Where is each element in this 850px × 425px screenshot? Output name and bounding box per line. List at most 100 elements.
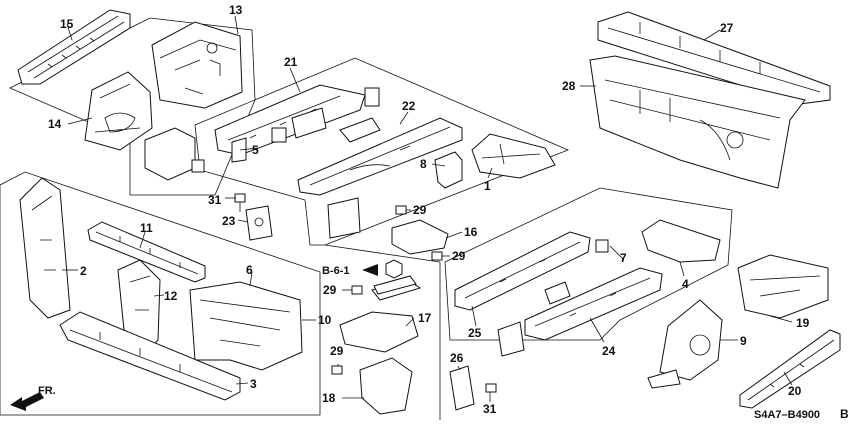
diagram-code: S4A7–B4900 — [754, 409, 820, 421]
part-3-detail — [69, 329, 233, 393]
callout-15: 15 — [60, 17, 74, 31]
part-26-plate — [449, 365, 475, 411]
callout-19: 19 — [796, 316, 810, 330]
callout-24: 24 — [602, 344, 616, 358]
part-21-clip — [364, 87, 380, 107]
callout-17: 17 — [418, 311, 432, 325]
part-15-rail — [17, 9, 131, 85]
part-13-hole — [206, 42, 218, 54]
part-24-frame — [524, 267, 663, 341]
callout-7: 7 — [620, 251, 627, 265]
callout-31-top: 31 — [208, 193, 222, 207]
callout-29-b: 29 — [452, 249, 466, 263]
diagram-code-suffix: B — [840, 407, 849, 421]
part-31-bolt-bottom — [485, 383, 497, 393]
ref-code: B-6-1 — [322, 265, 350, 277]
part-23-plate — [245, 205, 273, 241]
callout-31-bottom: 31 — [483, 402, 497, 416]
part-25-frame — [454, 231, 591, 311]
callout-29-c: 29 — [323, 283, 337, 297]
callout-1: 1 — [484, 179, 491, 193]
part-24-detail — [534, 277, 651, 327]
part-12-detail — [129, 275, 151, 311]
part-mount-bracket — [144, 127, 196, 181]
callout-5: 5 — [252, 143, 259, 157]
part-25-clip — [595, 239, 609, 253]
part-29-bolt-a — [395, 205, 407, 215]
callout-3: 3 — [250, 377, 257, 391]
part-8-bracket — [434, 151, 463, 189]
part-29-bolt-b — [431, 251, 443, 261]
part-19-detail — [749, 275, 821, 297]
part-25-detail — [464, 241, 581, 299]
part-7-block — [544, 281, 571, 305]
group-outline-right-frame — [444, 187, 733, 341]
leader-lines — [62, 15, 793, 402]
part-9-hole — [689, 334, 711, 356]
callout-10: 10 — [318, 313, 332, 327]
callout-25: 25 — [468, 326, 482, 340]
part-22-detail — [309, 126, 451, 186]
part-18-stay — [359, 357, 413, 415]
part-6-detail — [199, 299, 291, 347]
part-27-detail — [607, 22, 821, 93]
callout-12: 12 — [164, 289, 178, 303]
part-29-bolt-d — [331, 365, 343, 375]
part-24-bracket — [497, 321, 525, 357]
part-13-bracket — [151, 21, 243, 109]
part-31-bolt-top — [234, 193, 246, 212]
part-29-bolt-c — [351, 285, 363, 295]
callout-4: 4 — [682, 277, 689, 291]
part-2-detail — [31, 195, 56, 271]
part-22-bracket — [339, 117, 381, 143]
ref-arrow-icon — [362, 264, 378, 276]
part-13-detail — [159, 39, 237, 95]
part-14-housing — [84, 71, 153, 151]
callout-2: 2 — [80, 264, 87, 278]
part-27-panel — [597, 11, 831, 105]
front-label: FR. — [38, 385, 56, 397]
part-17-cover — [339, 311, 419, 353]
divider-line-top — [324, 244, 441, 263]
part-19-housing — [737, 254, 829, 319]
part-5-bracket — [231, 137, 247, 163]
part-21-member — [214, 84, 366, 156]
callout-21: 21 — [284, 55, 298, 69]
part-21-plate — [291, 107, 327, 139]
callout-6: 6 — [246, 263, 253, 277]
part-14-detail — [94, 83, 141, 133]
callout-16: 16 — [464, 225, 478, 239]
callout-29-a: 29 — [413, 203, 427, 217]
front-arrow-icon — [10, 392, 44, 411]
callout-13: 13 — [229, 3, 243, 17]
callout-23: 23 — [222, 214, 236, 228]
part-23-hole — [254, 217, 264, 227]
part-2-pillar — [19, 177, 71, 319]
callout-11: 11 — [140, 221, 153, 235]
group-outline-21-22 — [194, 57, 570, 246]
callout-8: 8 — [420, 157, 427, 171]
part-11-crossmember — [87, 221, 206, 283]
part-9-tab — [647, 369, 681, 389]
part-21-detail — [227, 95, 341, 141]
part-4-panel — [641, 219, 721, 263]
part-nut — [385, 259, 403, 279]
callout-14: 14 — [48, 117, 62, 131]
part-21-block — [271, 127, 287, 143]
part-28-detail — [604, 79, 781, 161]
callout-27: 27 — [720, 21, 734, 35]
part-mount-tab — [191, 159, 205, 173]
callout-18: 18 — [322, 391, 336, 405]
group-outline-left-frame — [0, 171, 321, 416]
callout-26: 26 — [450, 351, 464, 365]
part-28-hole — [726, 131, 744, 149]
part-11-detail — [95, 231, 199, 275]
callout-22: 22 — [402, 99, 416, 113]
part-20-detail — [747, 339, 835, 401]
part-1-detail — [481, 143, 541, 165]
part-16-bracket — [391, 219, 449, 255]
callout-9: 9 — [740, 334, 747, 348]
part-17-gasket — [373, 275, 417, 295]
